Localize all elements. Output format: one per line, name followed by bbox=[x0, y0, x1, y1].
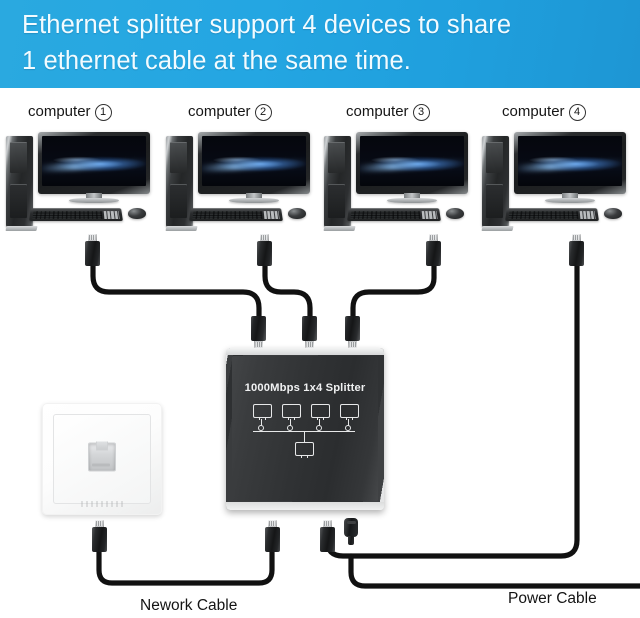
usb-c-connector-icon bbox=[344, 518, 358, 545]
mouse-icon bbox=[288, 208, 306, 219]
rj45-connector-splitter-out2 bbox=[302, 316, 317, 348]
computer-label-4-number: 4 bbox=[568, 104, 586, 121]
monitor-icon bbox=[356, 132, 468, 203]
monitor-icon bbox=[514, 132, 626, 203]
rj45-wall-jack-icon bbox=[42, 403, 162, 515]
pc-tower-icon bbox=[481, 136, 514, 231]
rj45-connector-pc4 bbox=[569, 234, 584, 266]
computer-label-2-text: computer bbox=[188, 103, 251, 120]
computer-label-1-text: computer bbox=[28, 103, 91, 120]
mouse-icon bbox=[604, 208, 622, 219]
rj45-connector-pc2 bbox=[257, 234, 272, 266]
pc-tower-icon bbox=[323, 136, 356, 231]
cable-wall-to-splitter bbox=[96, 549, 275, 586]
rj45-connector-pc1 bbox=[85, 234, 100, 266]
computer-label-2-number: 2 bbox=[254, 104, 272, 121]
rj45-connector-pc3 bbox=[426, 234, 441, 266]
cable-pc1 bbox=[90, 263, 262, 321]
banner-headline: Ethernet splitter support 4 devices to s… bbox=[22, 11, 512, 75]
header-banner: Ethernet splitter support 4 devices to s… bbox=[0, 0, 640, 88]
desktop-computer-4 bbox=[480, 132, 630, 232]
network-cable-label: Nework Cable bbox=[140, 597, 238, 614]
desktop-computer-1 bbox=[4, 132, 154, 232]
wall-jack-port bbox=[88, 441, 116, 472]
computer-label-1-number: 1 bbox=[94, 104, 112, 121]
rj45-connector-splitter-out3 bbox=[345, 316, 360, 348]
splitter-title: 1000Mbps 1x4 Splitter bbox=[244, 382, 366, 394]
cable-pc2 bbox=[262, 263, 313, 321]
power-cable-label: Power Cable bbox=[508, 590, 597, 607]
computer-label-3-number: 3 bbox=[412, 104, 430, 121]
pc-tower-icon bbox=[165, 136, 198, 231]
desktop-computer-2 bbox=[164, 132, 314, 232]
rj45-connector-splitter-in bbox=[265, 520, 280, 552]
keyboard-icon bbox=[505, 208, 599, 222]
computer-label-4-text: computer bbox=[502, 103, 565, 120]
keyboard-icon bbox=[189, 208, 283, 222]
keyboard-icon bbox=[347, 208, 441, 222]
desktop-computer-3 bbox=[322, 132, 472, 232]
keyboard-icon bbox=[29, 208, 123, 222]
monitor-icon bbox=[38, 132, 150, 203]
cable-power bbox=[348, 553, 640, 589]
computer-label-3-text: computer bbox=[346, 103, 409, 120]
mouse-icon bbox=[128, 208, 146, 219]
four-to-one-monitor-tree-icon bbox=[253, 404, 359, 458]
rj45-connector-wall bbox=[92, 520, 107, 552]
rj45-connector-pc4-end bbox=[320, 520, 335, 552]
rj45-connector-splitter-out1 bbox=[251, 316, 266, 348]
cable-pc3 bbox=[350, 263, 437, 321]
monitor-icon bbox=[198, 132, 310, 203]
ethernet-splitter-device: 1000Mbps 1x4 Splitter bbox=[226, 348, 384, 510]
mouse-icon bbox=[446, 208, 464, 219]
pc-tower-icon bbox=[5, 136, 38, 231]
